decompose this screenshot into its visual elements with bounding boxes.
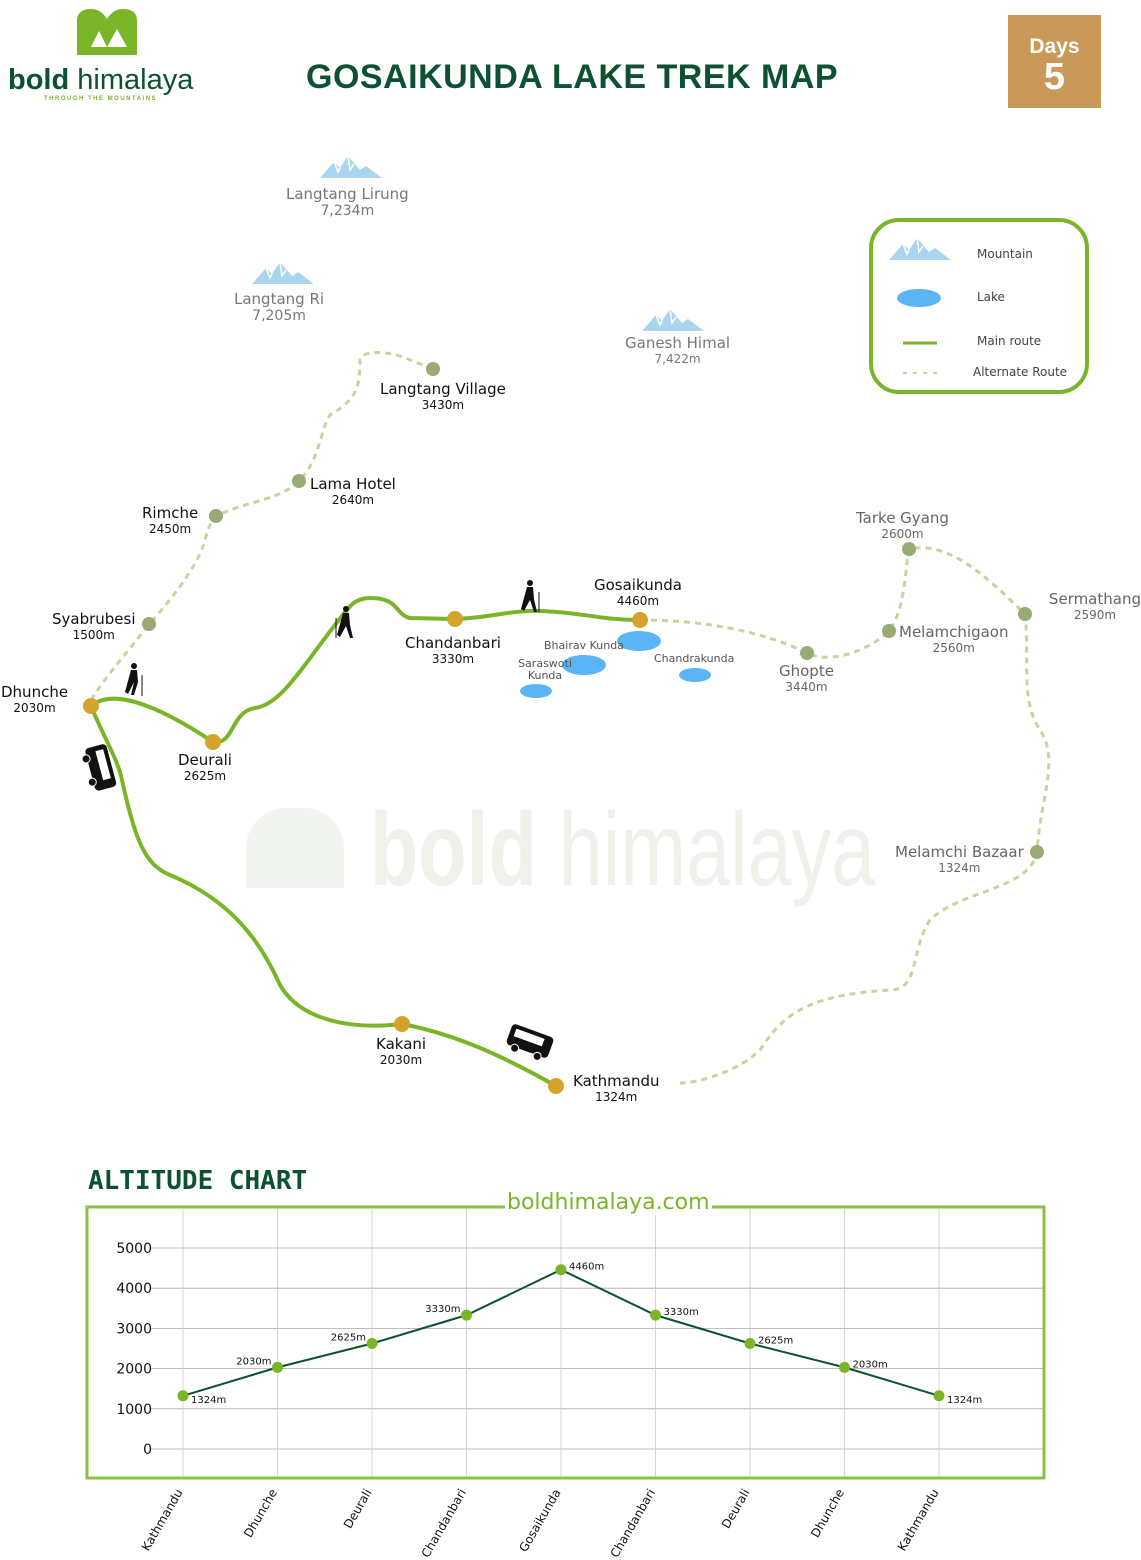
route-layer bbox=[81, 155, 1051, 1094]
chart-title: ALTITUDE CHART bbox=[88, 1166, 308, 1196]
altitude-point bbox=[177, 1390, 189, 1402]
mountain-icon bbox=[319, 155, 383, 179]
lake-label: Chandrakunda bbox=[654, 652, 735, 665]
altitude-point bbox=[555, 1264, 567, 1276]
y-tick-label: 1000 bbox=[116, 1402, 152, 1418]
altitude-data-label: 3330m bbox=[425, 1304, 460, 1315]
lake-icon bbox=[897, 289, 941, 307]
days-badge: Days 5 bbox=[1008, 15, 1101, 108]
x-tick-label: Deurali bbox=[719, 1487, 753, 1531]
hiker-icon bbox=[335, 606, 353, 638]
lake-icon bbox=[562, 655, 606, 675]
brand-name: bold himalaya bbox=[8, 64, 194, 96]
x-tick-label: Dhunche bbox=[241, 1487, 280, 1540]
altitude-data-label: 2625m bbox=[331, 1332, 366, 1343]
alternate-route-helambu bbox=[639, 546, 1051, 1085]
altitude-point bbox=[366, 1337, 378, 1349]
chart-website: boldhimalaya.com bbox=[505, 1190, 712, 1215]
mountain-icon bbox=[251, 261, 315, 285]
watermark-logo-icon bbox=[246, 808, 344, 888]
lake-icon bbox=[679, 668, 711, 682]
altitude-point bbox=[272, 1361, 283, 1373]
x-tick-label: Dhunche bbox=[808, 1487, 847, 1540]
hiker-icon bbox=[125, 663, 143, 696]
legend-mountain: Mountain bbox=[977, 247, 1033, 261]
y-tick-label: 2000 bbox=[116, 1362, 152, 1378]
x-tick-label: Kathmandu bbox=[895, 1487, 942, 1554]
legend-main-route: Main route bbox=[977, 334, 1042, 348]
bus-icon bbox=[81, 744, 117, 791]
lake-icon bbox=[617, 631, 661, 651]
x-tick-label: Chandanbari bbox=[608, 1487, 659, 1560]
legend-alternate-route: Alternate Route bbox=[973, 365, 1068, 379]
lake-label: Saraswoti Kunda bbox=[518, 657, 572, 682]
legend-lake: Lake bbox=[977, 290, 1005, 304]
altitude-point bbox=[744, 1337, 756, 1349]
altitude-data-label: 3330m bbox=[664, 1307, 699, 1318]
watermark: bold himalaya bbox=[370, 792, 876, 908]
altitude-data-label: 2625m bbox=[758, 1335, 793, 1346]
y-tick-label: 0 bbox=[143, 1442, 152, 1458]
lake-label: Bhairav Kunda bbox=[544, 639, 624, 652]
altitude-point bbox=[650, 1309, 661, 1321]
altitude-data-label: 2030m bbox=[236, 1356, 271, 1367]
main-route-kathmandu bbox=[89, 705, 557, 1088]
hiker-icon bbox=[521, 580, 540, 612]
y-tick-label: 4000 bbox=[116, 1281, 152, 1297]
lake-icon bbox=[520, 684, 552, 698]
x-tick-label: Chandanbari bbox=[419, 1487, 470, 1560]
x-tick-label: Gosaikunda bbox=[516, 1487, 563, 1555]
altitude-data-label: 4460m bbox=[569, 1262, 604, 1273]
altitude-point bbox=[461, 1309, 472, 1321]
mountain-icon bbox=[889, 238, 951, 261]
map-legend: Mountain Lake Main route Alternate Route bbox=[869, 218, 1089, 394]
mountain-icon bbox=[641, 308, 705, 332]
y-tick-label: 5000 bbox=[116, 1241, 152, 1257]
x-tick-label: Kathmandu bbox=[139, 1487, 186, 1554]
y-tick-label: 3000 bbox=[116, 1321, 152, 1337]
page-title: GOSAIKUNDA LAKE TREK MAP bbox=[306, 58, 839, 96]
altitude-data-label: 1324m bbox=[191, 1395, 226, 1406]
bus-icon bbox=[506, 1024, 554, 1061]
x-tick-label: Deurali bbox=[341, 1487, 375, 1531]
logo-icon bbox=[77, 9, 137, 55]
altitude-point bbox=[839, 1361, 850, 1373]
alternate-stops bbox=[142, 362, 1044, 859]
main-stops bbox=[83, 611, 648, 1094]
brand-tagline: THROUGH THE MOUNTAINS bbox=[44, 96, 158, 102]
alternate-route-icon bbox=[903, 372, 937, 374]
altitude-data-label: 2030m bbox=[853, 1359, 888, 1370]
altitude-data-label: 1324m bbox=[947, 1395, 982, 1406]
altitude-point bbox=[933, 1390, 945, 1402]
